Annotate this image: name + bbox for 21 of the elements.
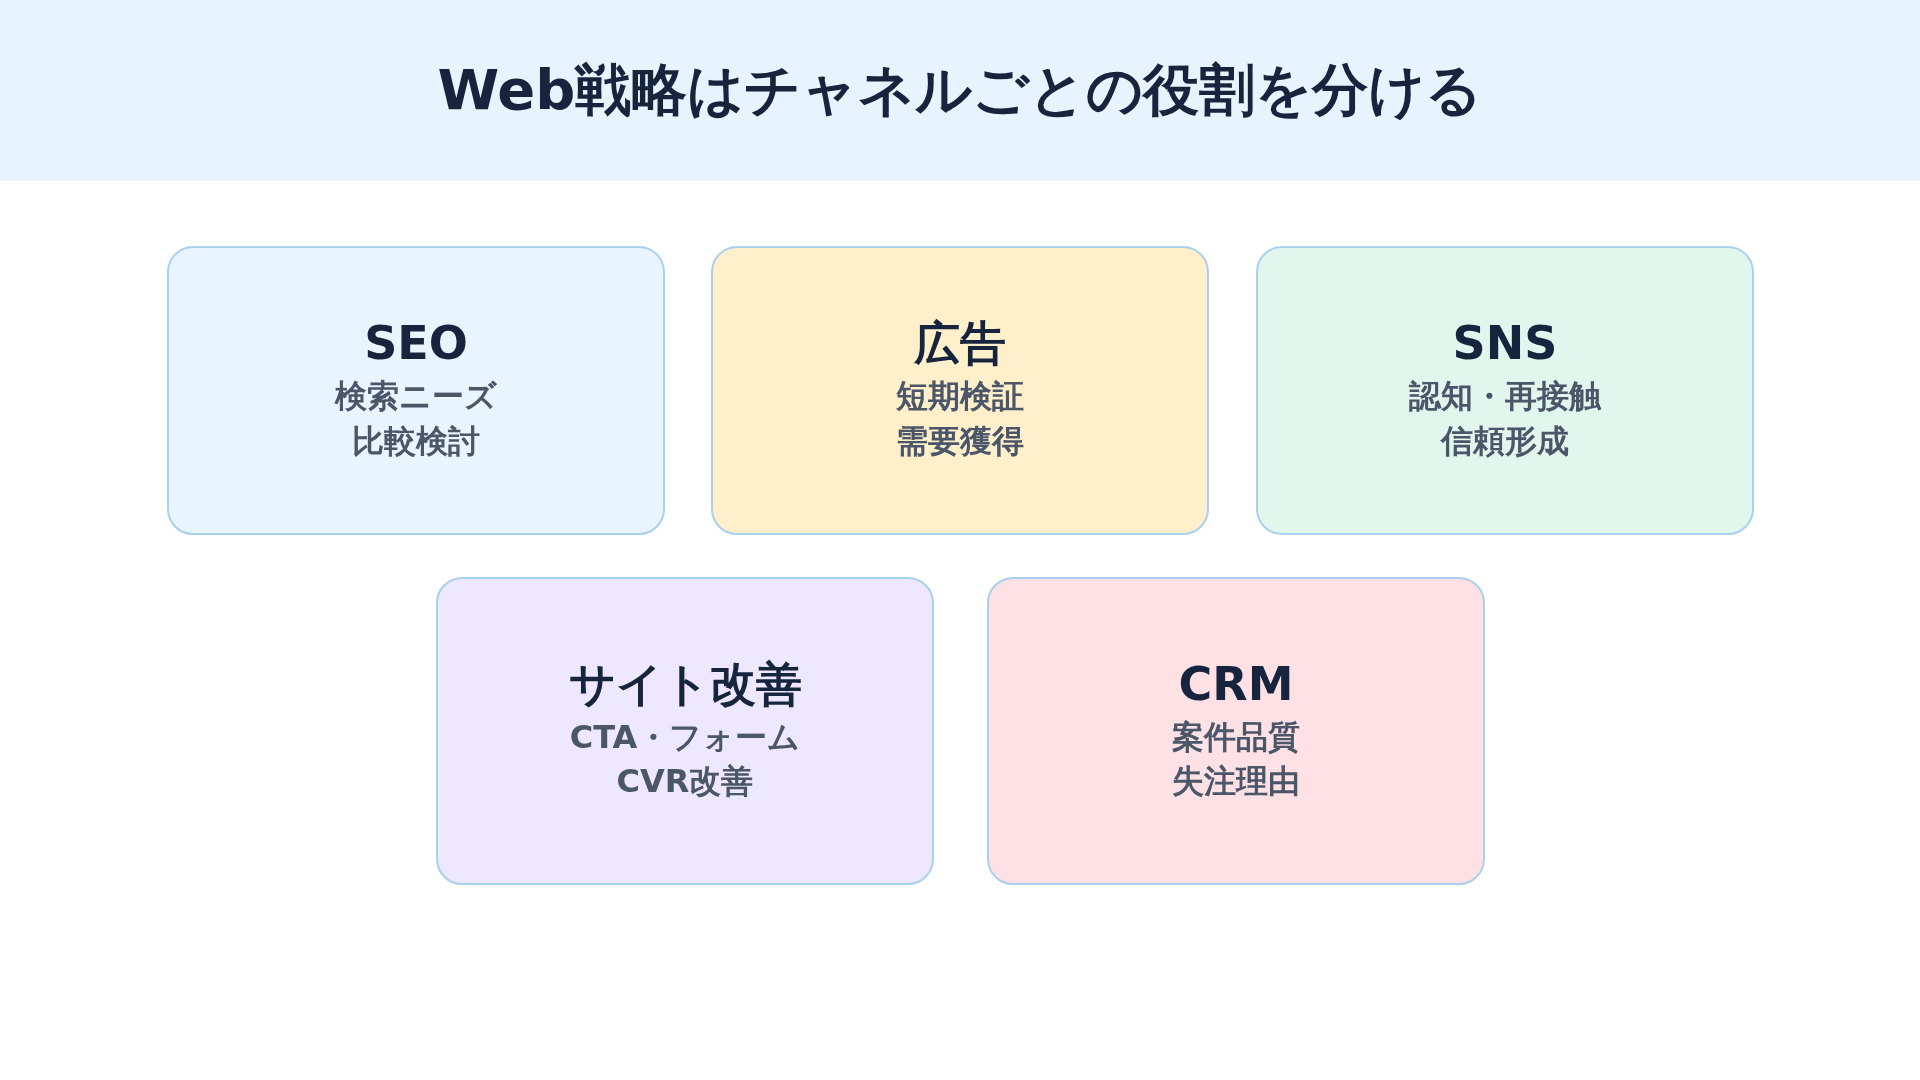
card-text: 信頼形成	[1441, 420, 1569, 462]
card-heading: サイト改善	[568, 657, 802, 711]
card-text: 検索ニーズ	[335, 376, 497, 418]
card-text: 比較検討	[352, 420, 480, 462]
card-text: 需要獲得	[896, 420, 1024, 462]
channel-card	[436, 577, 934, 885]
card-text: 認知・再接触	[1409, 376, 1601, 418]
card-heading: SEO	[364, 317, 468, 371]
card-text: CTA・フォーム	[569, 716, 801, 758]
channel-card	[167, 246, 665, 535]
card-text: 失注理由	[1172, 761, 1300, 803]
card-heading: 広告	[914, 317, 1006, 371]
title: Web戦略はチャネルごとの役割を分ける	[437, 55, 1483, 124]
channel-card	[1256, 246, 1754, 535]
channel-card	[987, 577, 1485, 885]
channel-card	[711, 246, 1209, 535]
card-text: 短期検証	[896, 376, 1024, 418]
card-heading: CRM	[1178, 657, 1294, 711]
card-text: CVR改善	[616, 761, 754, 803]
card-heading: SNS	[1452, 317, 1558, 371]
card-text: 案件品質	[1172, 716, 1300, 758]
